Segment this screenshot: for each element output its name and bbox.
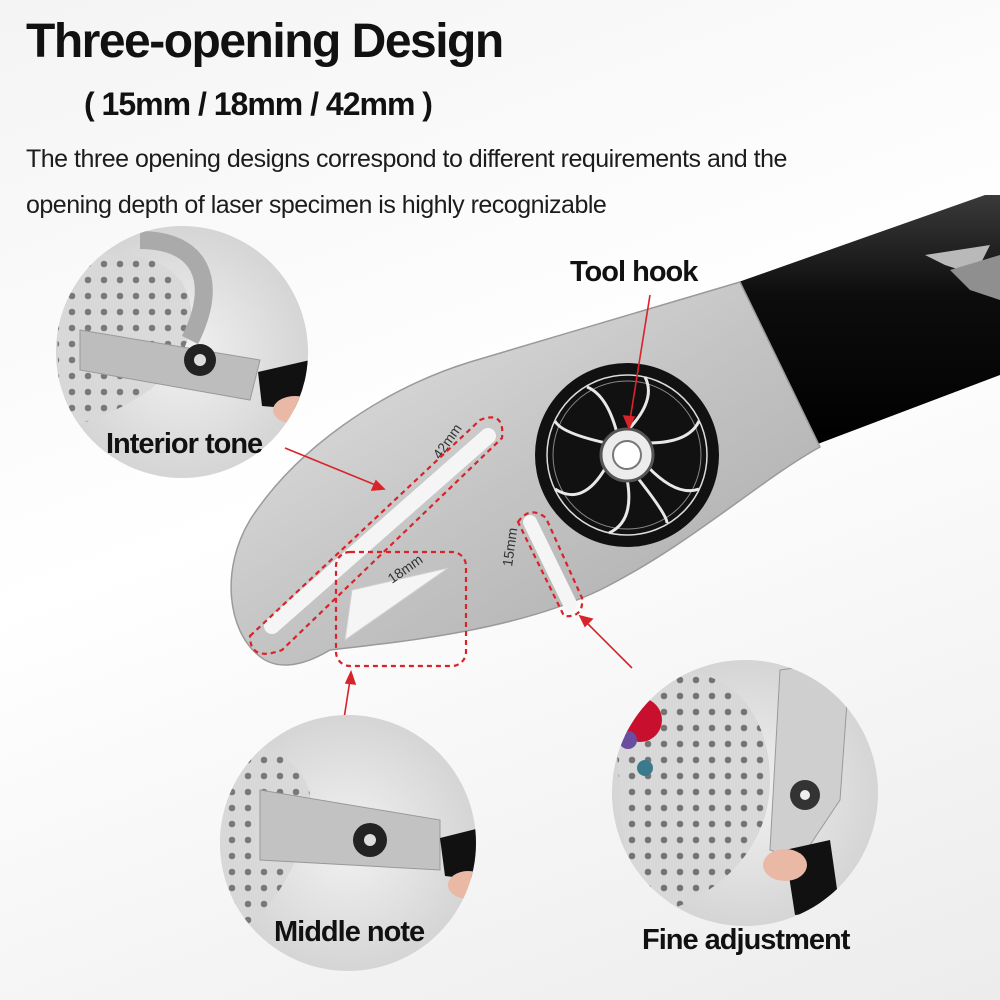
tool-hook-label: Tool hook [570,256,698,288]
middle-note-label: Middle note [274,916,425,948]
description-line: opening depth of laser specimen is highl… [26,191,607,219]
slot-highlights [248,416,584,668]
interior-tone-photo [56,226,308,478]
fine-adjustment-label: Fine adjustment [642,924,850,956]
middle-note-photo [220,715,476,971]
rotor-logo-icon [535,363,719,547]
description: The three opening designs correspond to … [26,136,926,228]
slot-15-mark: 15mm [499,527,520,568]
description-line: The three opening designs correspond to … [26,145,787,173]
tool-blade: 42mm 18mm 15mm [230,281,821,666]
page-title: Three-opening Design [26,15,504,68]
page-subtitle: ( 15mm / 18mm / 42mm ) [84,86,433,122]
tool-handle [730,195,1000,445]
interior-tone-label: Interior tone [106,428,263,460]
fine-adjustment-photo [612,660,878,926]
